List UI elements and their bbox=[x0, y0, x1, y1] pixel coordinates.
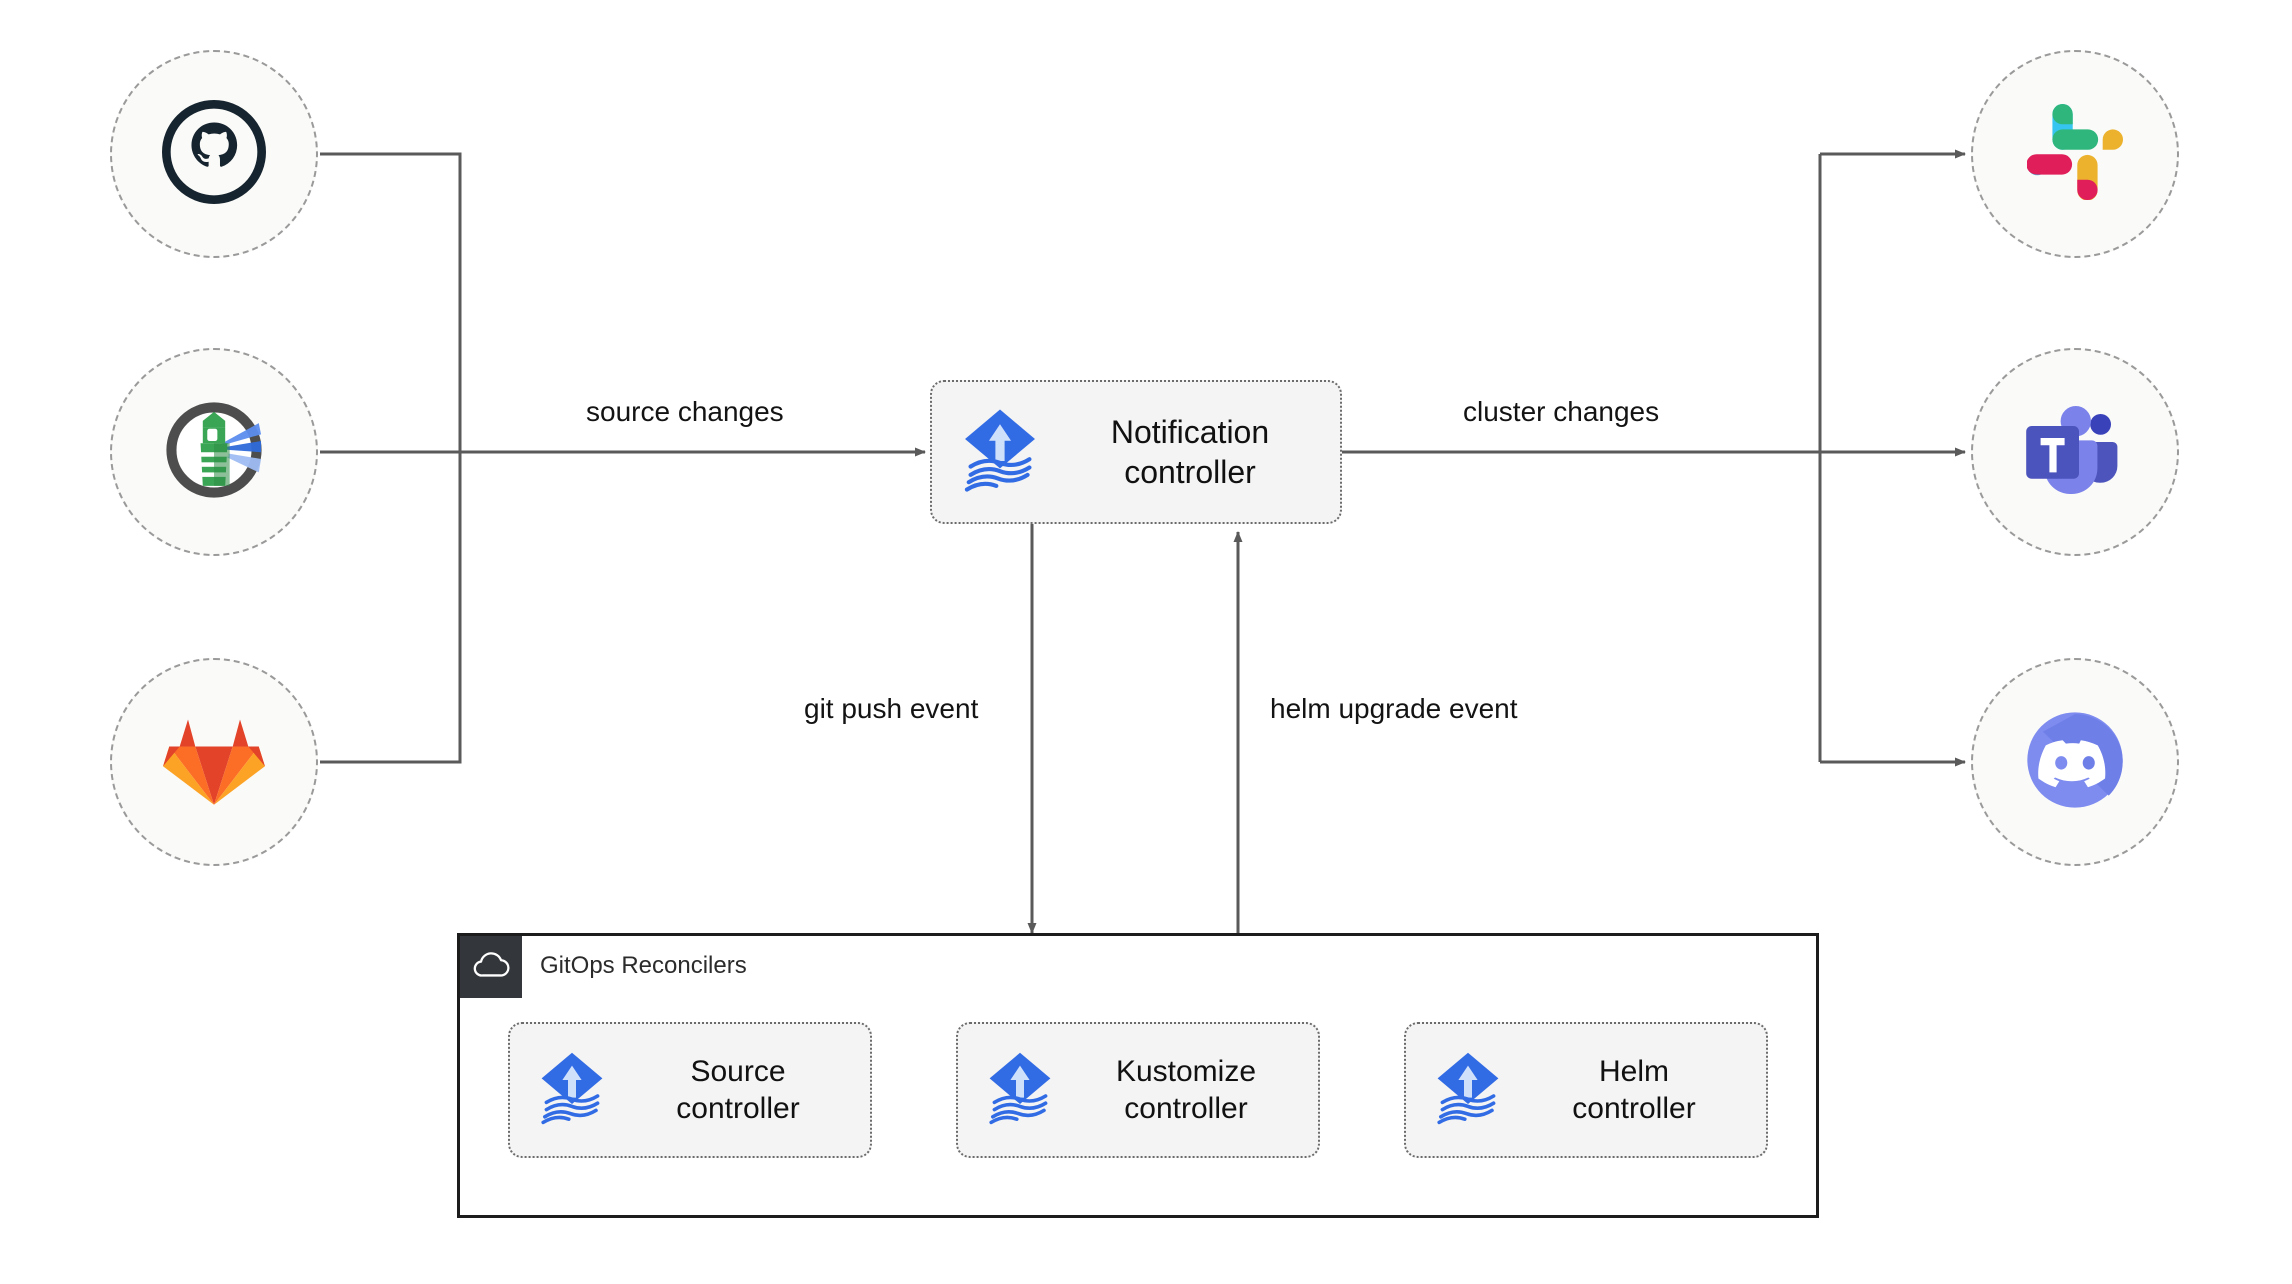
discord-icon bbox=[2020, 705, 2130, 820]
edge-label-source-changes: source changes bbox=[578, 396, 792, 428]
flux-cd-icon bbox=[954, 404, 1046, 501]
helm-controller-label: Helm controller bbox=[1572, 1054, 1696, 1126]
kustomize-controller-label: Kustomize controller bbox=[1115, 1054, 1257, 1126]
helm-controller-card[interactable]: Helm controller bbox=[1404, 1022, 1768, 1158]
edge-label-helm-upgrade-event: helm upgrade event bbox=[1262, 693, 1526, 725]
gitlab-icon bbox=[162, 711, 266, 814]
target-node-discord[interactable] bbox=[1971, 658, 2179, 866]
source-node-gitlab[interactable] bbox=[110, 658, 318, 866]
github-icon bbox=[162, 99, 266, 209]
flux-cd-icon bbox=[532, 1048, 612, 1133]
edge-label-cluster-changes: cluster changes bbox=[1455, 396, 1668, 428]
kustomize-controller-card[interactable]: Kustomize controller bbox=[956, 1022, 1320, 1158]
flux-lighthouse-icon bbox=[158, 394, 270, 511]
edge-label-git-push-event: git push event bbox=[796, 693, 987, 725]
source-node-flux[interactable] bbox=[110, 348, 318, 556]
source-controller-label: Source controller bbox=[676, 1054, 800, 1126]
cloud-icon bbox=[472, 951, 510, 984]
flux-cd-icon bbox=[1428, 1048, 1508, 1133]
microsoft-teams-icon bbox=[2023, 402, 2127, 503]
notification-controller-card[interactable]: Notification controller bbox=[930, 380, 1342, 524]
gitops-reconcilers-title: GitOps Reconcilers bbox=[540, 952, 747, 979]
slack-icon bbox=[2026, 103, 2123, 205]
target-node-slack[interactable] bbox=[1971, 50, 2179, 258]
gitops-reconcilers-tab bbox=[460, 936, 522, 998]
notification-controller-label: Notification controller bbox=[1110, 414, 1270, 490]
target-node-teams[interactable] bbox=[1971, 348, 2179, 556]
source-controller-card[interactable]: Source controller bbox=[508, 1022, 872, 1158]
source-node-github[interactable] bbox=[110, 50, 318, 258]
flux-cd-icon bbox=[980, 1048, 1060, 1133]
